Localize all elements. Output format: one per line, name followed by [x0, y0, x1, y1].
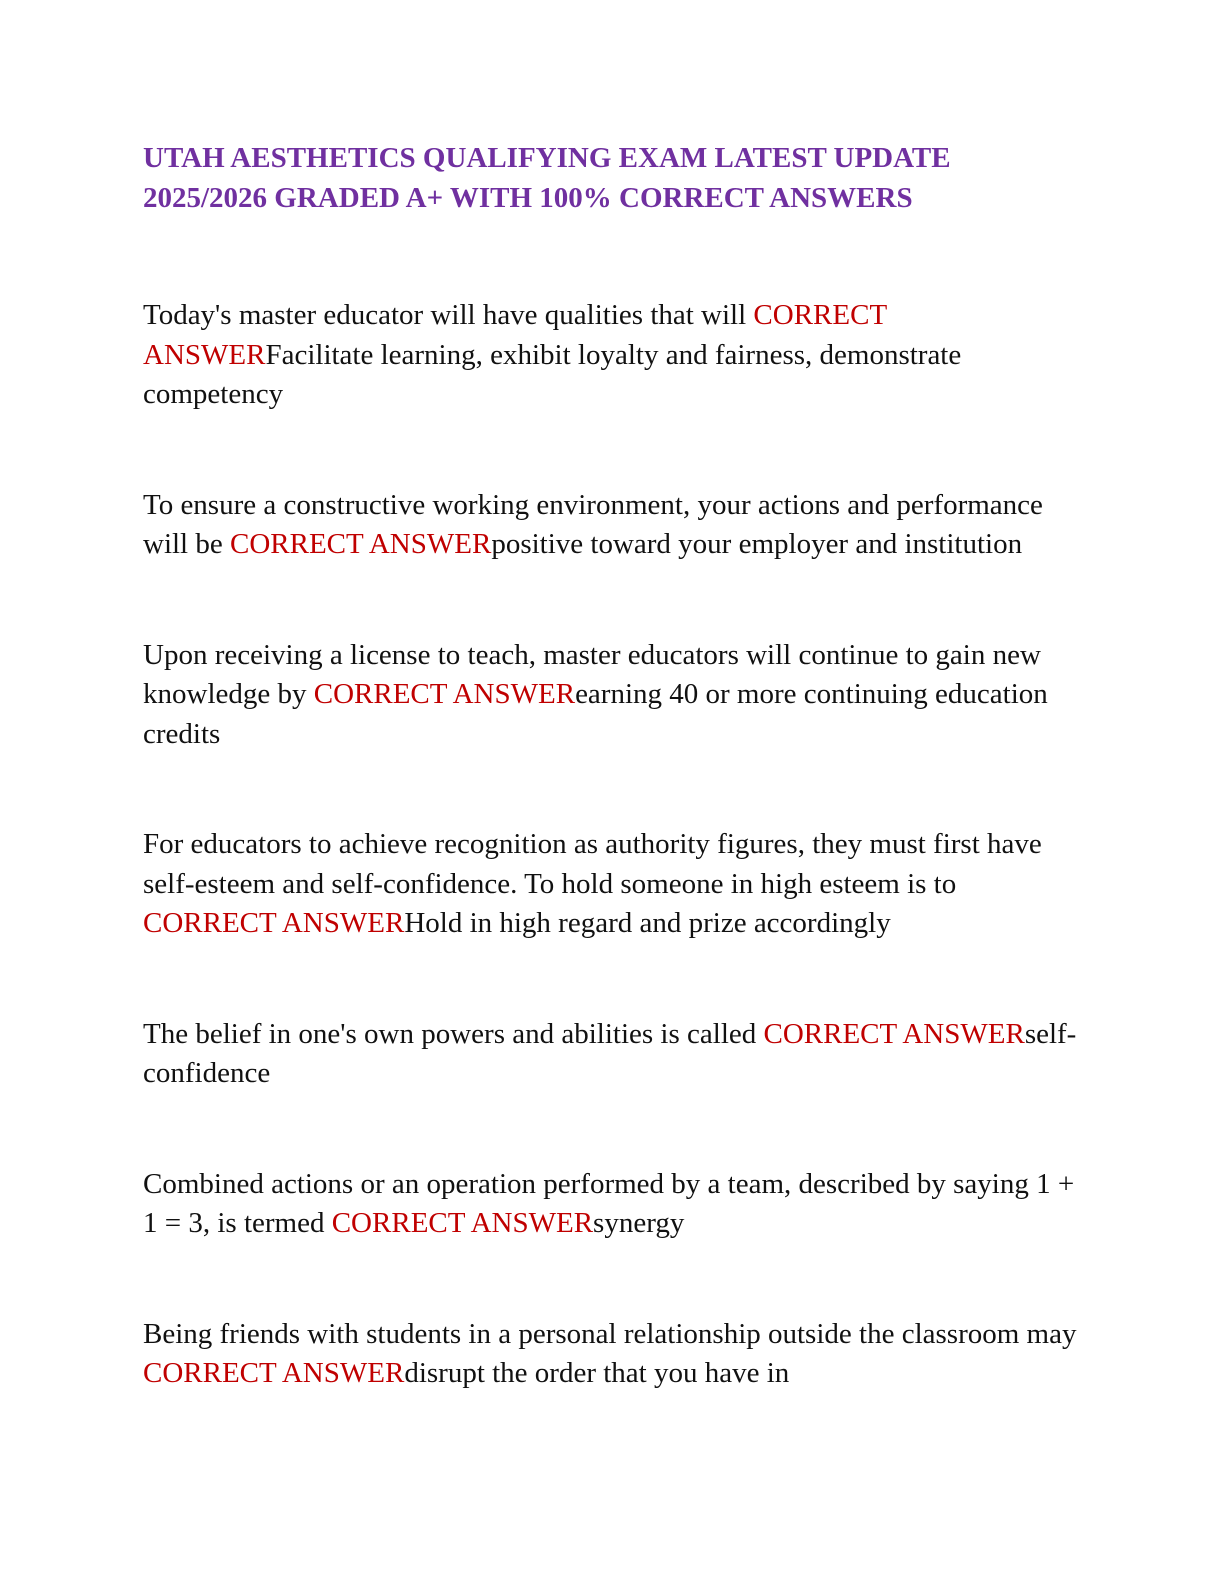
- document-title: UTAH AESTHETICS QUALIFYING EXAM LATEST U…: [143, 142, 951, 214]
- qa-item: Combined actions or an operation perform…: [143, 1165, 1078, 1244]
- answer-text: synergy: [593, 1207, 685, 1239]
- correct-answer-marker: CORRECT ANSWER: [230, 528, 492, 560]
- qa-item: To ensure a constructive working environ…: [143, 486, 1078, 565]
- question-text: Upon receiving a license to teach, maste…: [143, 638, 1041, 711]
- answer-text: disrupt the order that you have in: [404, 1357, 790, 1389]
- correct-answer-marker: CORRECT ANSWER: [143, 907, 405, 939]
- qa-item: Upon receiving a license to teach, maste…: [143, 636, 1078, 755]
- question-text: Combined actions or an operation perform…: [143, 1167, 1075, 1240]
- correct-answer-marker: CORRECT ANSWER: [313, 678, 576, 710]
- question-text: The belief in one's own powers and abili…: [143, 1017, 764, 1050]
- question-text: Today's master educator will have qualit…: [143, 299, 754, 331]
- answer-text: earning 40 or more continuing education …: [143, 678, 1048, 750]
- qa-item: Today's master educator will have qualit…: [143, 296, 1078, 415]
- answer-text: Hold in high regard and prize accordingl…: [404, 907, 891, 939]
- question-text: Being friends with students in a persona…: [143, 1317, 1077, 1350]
- qa-item: For educators to achieve recognition as …: [143, 825, 1078, 944]
- answer-text: Facilitate learning, exhibit loyalty and…: [143, 338, 962, 411]
- qa-list: Today's master educator will have qualit…: [143, 296, 1078, 1394]
- qa-item: Being friends with students in a persona…: [143, 1315, 1078, 1394]
- correct-answer-marker: CORRECT ANSWER: [143, 299, 887, 371]
- correct-answer-marker: CORRECT ANSWER: [331, 1207, 594, 1239]
- correct-answer-marker: CORRECT ANSWER: [143, 1357, 405, 1389]
- answer-text: positive toward your employer and instit…: [491, 528, 1023, 560]
- question-text: To ensure a constructive working environ…: [143, 488, 1043, 561]
- correct-answer-marker: CORRECT ANSWER: [763, 1017, 1025, 1050]
- answer-text: self-confidence: [143, 1017, 1077, 1090]
- document-page: UTAH AESTHETICS QUALIFYING EXAM LATEST U…: [143, 138, 1078, 1465]
- question-text: For educators to achieve recognition as …: [143, 828, 1042, 900]
- qa-item: The belief in one's own powers and abili…: [143, 1015, 1078, 1094]
